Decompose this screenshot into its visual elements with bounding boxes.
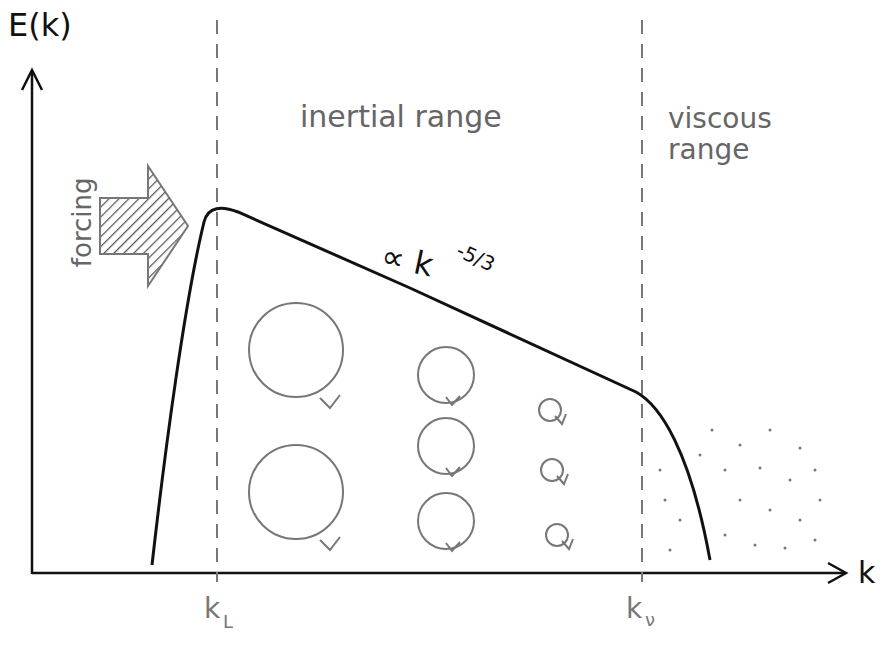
forcing-label: forcing bbox=[68, 177, 97, 267]
region-label: inertial range bbox=[300, 100, 502, 133]
wavenumber-label: k bbox=[204, 594, 220, 625]
wavenumber-subscript: L bbox=[223, 612, 233, 632]
axis-label: k bbox=[858, 556, 875, 589]
boundary-dashed bbox=[216, 20, 218, 582]
x-axis bbox=[32, 572, 845, 575]
axis-title: E(k) bbox=[8, 8, 72, 43]
y-axis bbox=[31, 72, 34, 574]
dissipation-dots bbox=[659, 429, 822, 552]
axis-arrowhead bbox=[828, 563, 846, 583]
slope-exponent: -5/3 bbox=[453, 239, 498, 276]
wavenumber-label: k bbox=[626, 594, 642, 625]
wavenumber-subscript: ν bbox=[645, 610, 655, 630]
region-label: viscous range bbox=[668, 104, 808, 166]
axis-arrowhead bbox=[22, 70, 42, 90]
forcing-arrow bbox=[100, 166, 188, 286]
spectrum-curve bbox=[152, 208, 710, 565]
boundary-dashed bbox=[641, 20, 643, 582]
eddies bbox=[249, 303, 573, 551]
